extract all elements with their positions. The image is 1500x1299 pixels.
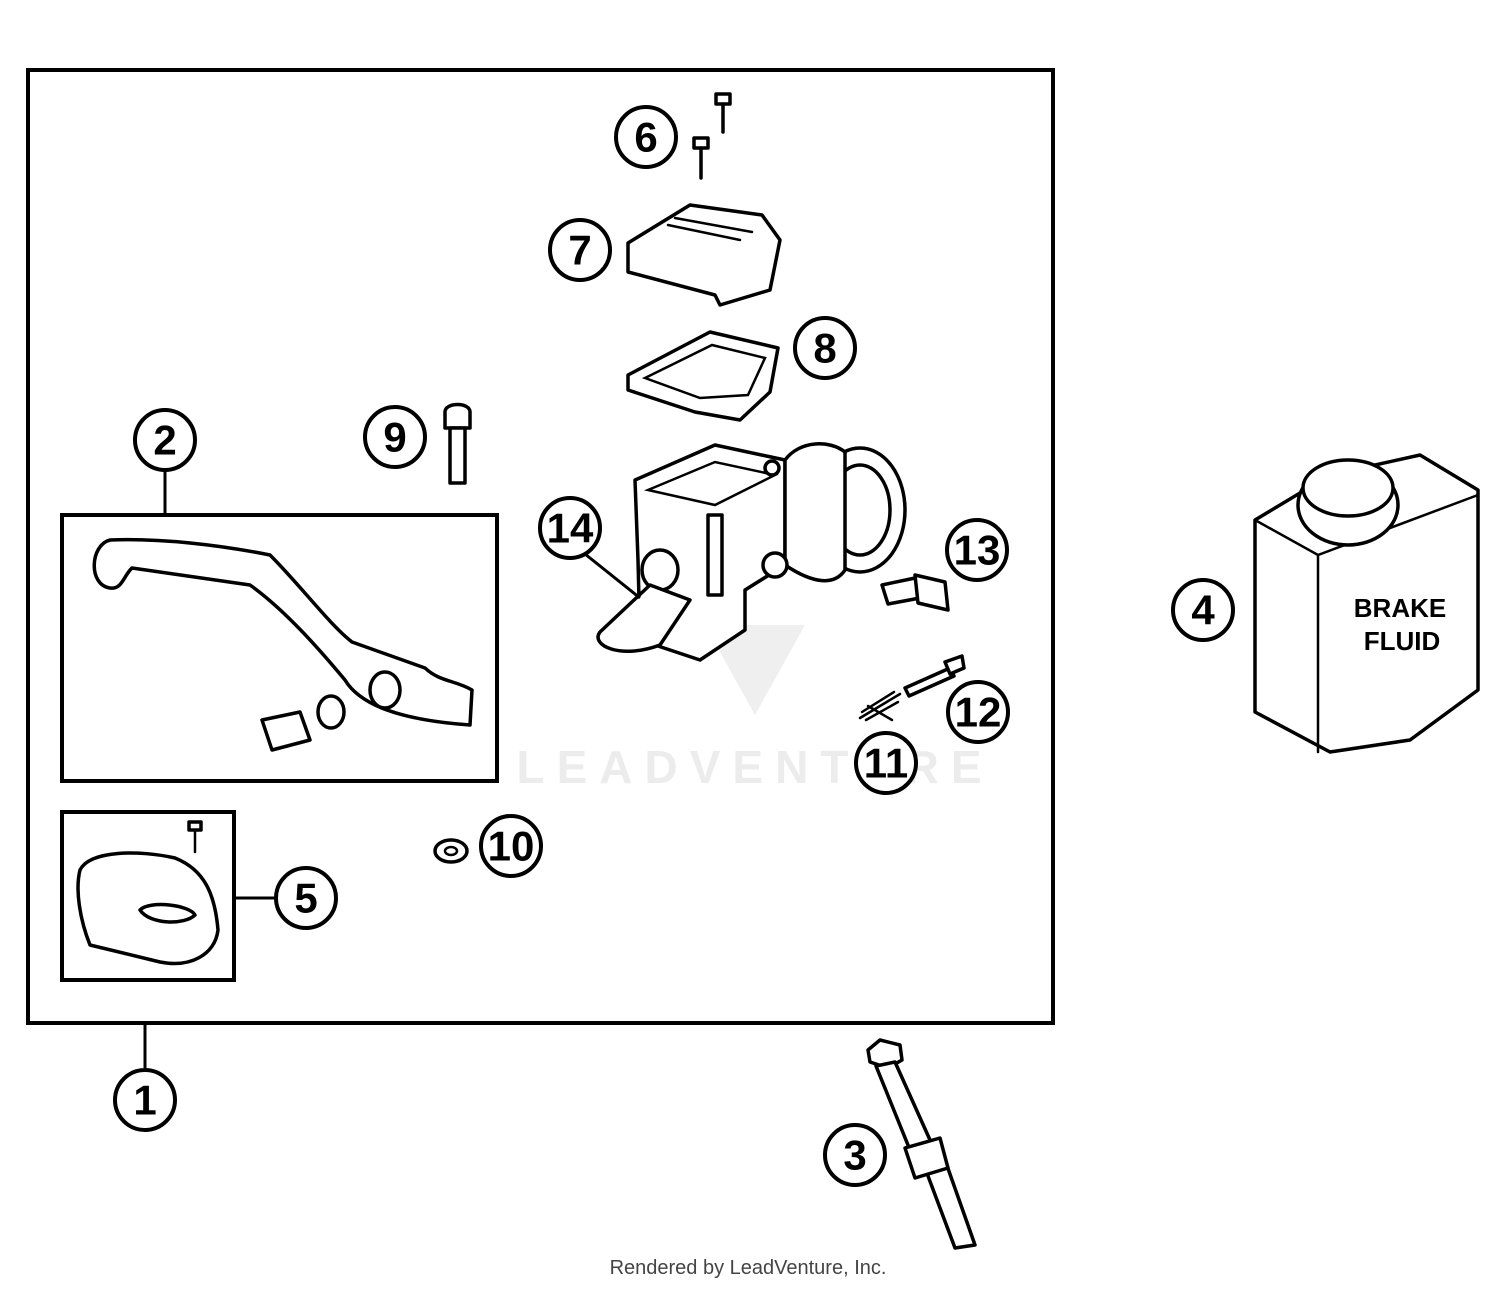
svg-text:14: 14 [547,505,594,552]
svg-text:1: 1 [133,1077,156,1124]
callout-9[interactable]: 9 [363,405,427,469]
bolt-icon [443,402,472,485]
assembly-frame [26,68,1055,1025]
callout-4[interactable]: 4 [1171,578,1235,642]
watermark-text: LEADVENTURE [516,741,993,793]
lever-box [60,513,499,783]
svg-text:5: 5 [294,875,317,922]
svg-text:10: 10 [488,823,535,870]
callout-2[interactable]: 2 [133,408,197,472]
svg-text:3: 3 [843,1132,866,1179]
callout-7[interactable]: 7 [548,218,612,282]
lever-cover-icon [76,820,220,966]
svg-text:8: 8 [813,325,836,372]
brake-fluid-can-icon: BRAKE FLUID [1253,453,1480,754]
screws-icon [692,92,732,180]
callout-1[interactable]: 1 [113,1068,177,1132]
svg-text:11: 11 [864,740,908,787]
callout-14[interactable]: 14 [538,496,602,560]
callout-3[interactable]: 3 [823,1123,887,1187]
can-label-brake: BRAKE [1354,593,1446,623]
svg-text:12: 12 [955,689,1002,736]
callout-13[interactable]: 13 [945,518,1009,582]
svg-text:9: 9 [383,414,406,461]
leader-14 [579,548,641,600]
cover-box [60,810,236,982]
svg-text:7: 7 [568,227,591,274]
brake-lever-icon [92,537,474,752]
can-label-fluid: FLUID [1364,626,1441,656]
svg-text:6: 6 [634,114,657,161]
callout-5[interactable]: 5 [274,866,338,930]
callout-8[interactable]: 8 [793,316,857,380]
svg-text:2: 2 [153,417,176,464]
pin-icon [903,654,966,698]
watermark: LEADVENTURE [516,625,993,793]
svg-text:13: 13 [954,527,1001,574]
callout-11[interactable]: 11 [854,731,918,795]
master-cylinder-body-icon [596,442,907,662]
credit-text: Rendered by LeadVenture, Inc. [610,1257,887,1279]
callout-10[interactable]: 10 [479,814,543,878]
brake-hose-icon [866,1038,977,1250]
svg-text:4: 4 [1191,587,1215,634]
spring-icon [858,690,902,722]
reservoir-cap-icon [626,203,782,307]
watermark-logo-icon [705,625,805,715]
callout-12[interactable]: 12 [946,680,1010,744]
pivot-bolt-icon [880,573,950,612]
washer-nut-icon [433,838,469,864]
reservoir-gasket-icon [626,330,780,422]
callout-6[interactable]: 6 [614,105,678,169]
